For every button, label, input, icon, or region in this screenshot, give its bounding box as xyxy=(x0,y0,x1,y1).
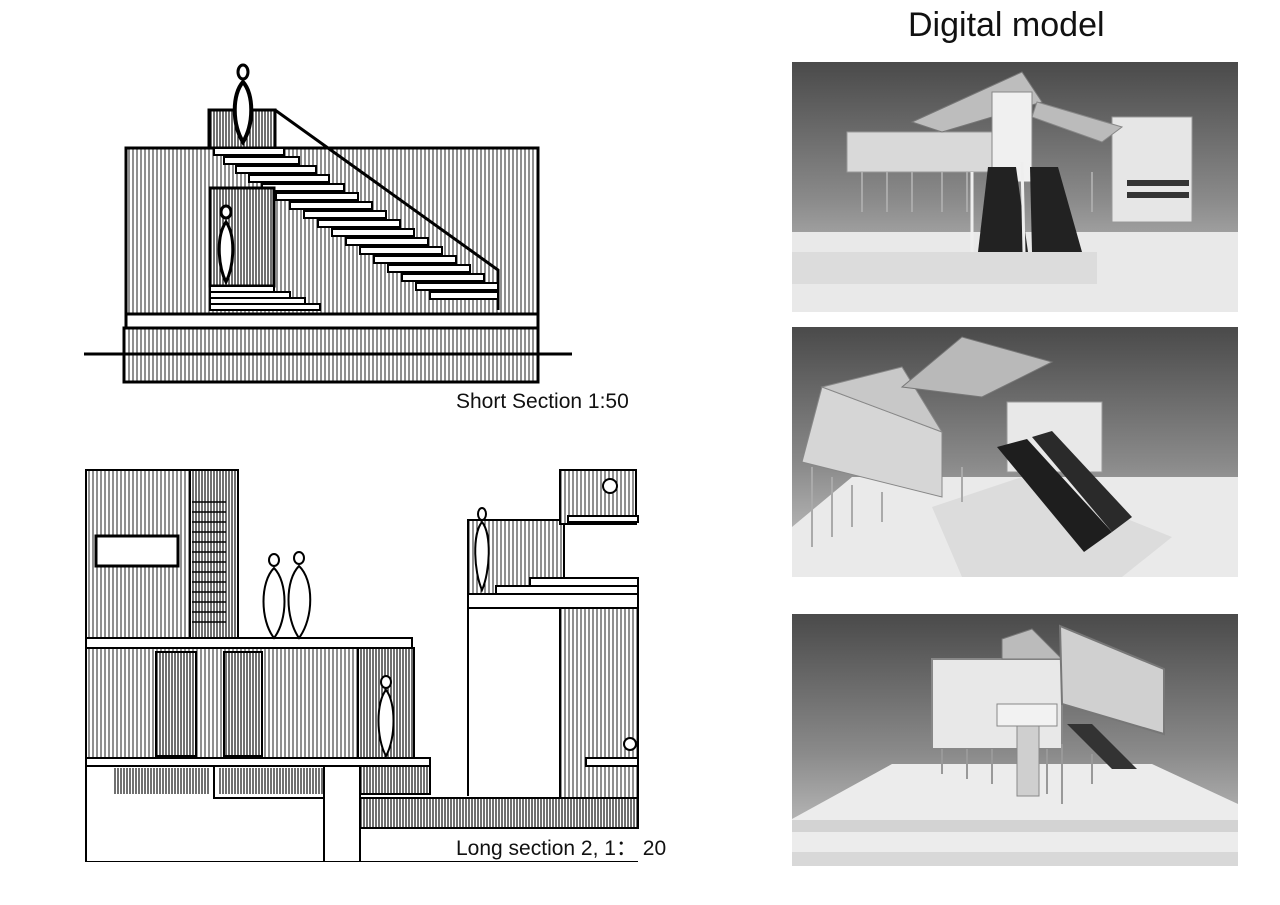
long-section-caption: Long section 2, 1： 20 xyxy=(456,837,667,860)
render-rear xyxy=(792,614,1238,866)
short-section-svg xyxy=(84,63,572,384)
render-perspective-svg xyxy=(792,336,1238,577)
render-rear-svg xyxy=(792,624,1238,866)
long-section-svg xyxy=(85,469,639,862)
render-front xyxy=(792,62,1238,312)
render-front-svg xyxy=(792,71,1238,312)
render-perspective xyxy=(792,327,1238,577)
short-section-caption: Short Section 1:50 xyxy=(456,390,629,413)
long-section-drawing xyxy=(84,468,640,862)
page-title: Digital model xyxy=(908,6,1105,44)
short-section-drawing xyxy=(84,60,574,390)
